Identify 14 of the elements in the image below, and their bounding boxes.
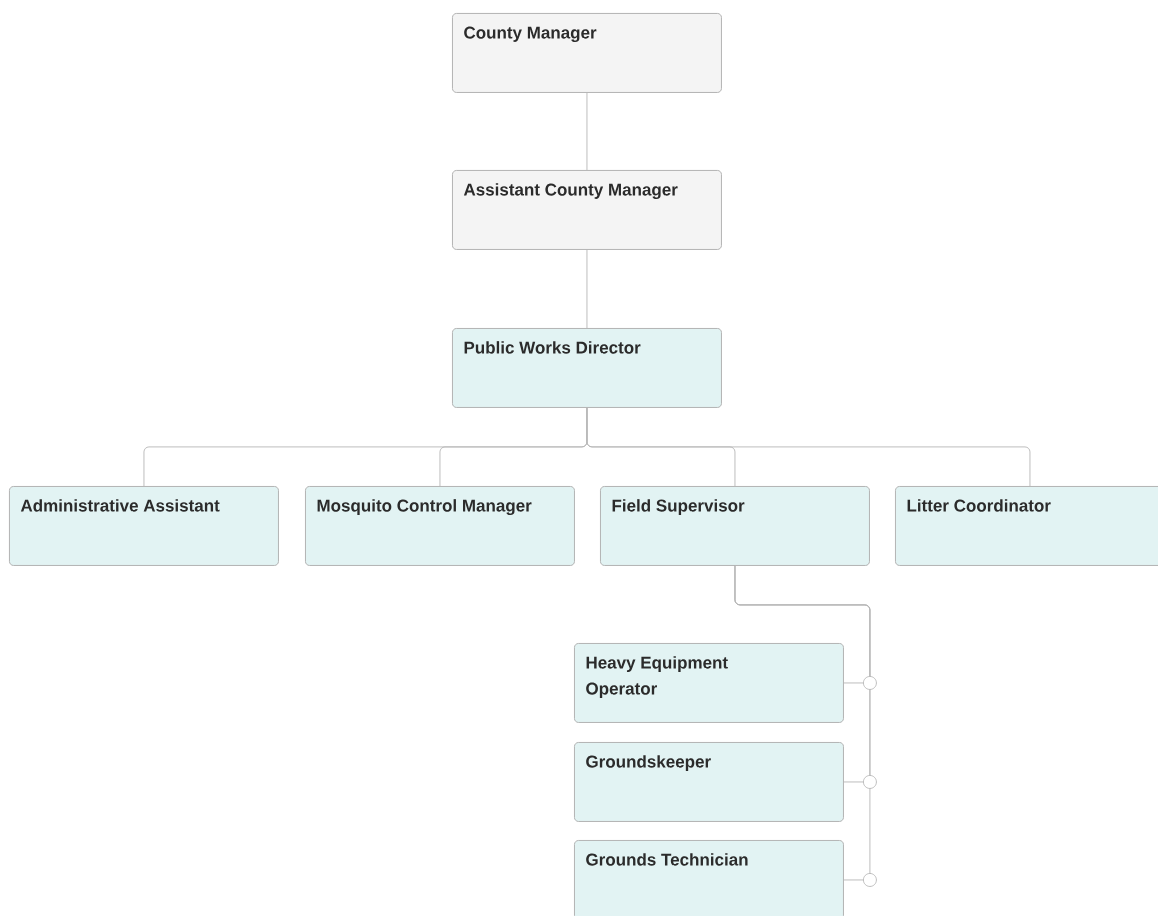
org-box: Mosquito Control Manager	[305, 486, 575, 566]
connector	[586, 407, 1031, 487]
connector	[586, 249, 588, 329]
org-box: Administrative Assistant	[9, 486, 279, 566]
org-box: Grounds Technician	[574, 840, 844, 916]
org-box: Assistant County Manager	[452, 170, 722, 250]
org-box: Public Works Director	[452, 328, 722, 408]
org-box: Field Supervisor	[600, 486, 870, 566]
org-box: Heavy Equipment Operator	[574, 643, 844, 723]
connector	[586, 92, 588, 171]
org-box: Groundskeeper	[574, 742, 844, 822]
connector	[734, 565, 871, 881]
org-box: County Manager	[452, 13, 722, 93]
org-box: Litter Coordinator	[895, 486, 1158, 566]
